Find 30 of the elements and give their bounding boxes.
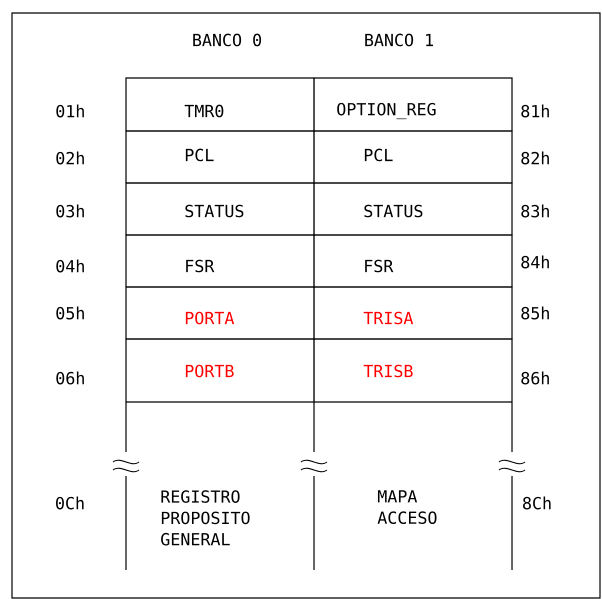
- register-cell: TRISB: [313, 338, 513, 403]
- address-label: 81h: [521, 104, 549, 118]
- register-cell: STATUS: [125, 182, 315, 236]
- register-cell: FSR: [125, 234, 315, 288]
- register-cell: FSR: [313, 234, 513, 288]
- address-label: 83h: [521, 204, 549, 218]
- register-cell: OPTION_REG: [313, 77, 513, 132]
- address-label: 82h: [521, 152, 549, 164]
- address-label: 04h: [56, 260, 84, 272]
- address-label: 03h: [56, 204, 84, 218]
- register-cell: STATUS: [313, 182, 513, 236]
- bank-heading: BANCO 1: [365, 34, 433, 46]
- address-label: 0Ch: [56, 496, 84, 510]
- address-label: 06h: [56, 372, 84, 384]
- register-cell: PCL: [125, 130, 315, 184]
- address-label: 84h: [521, 256, 549, 268]
- bank-heading: BANCO 0: [193, 34, 262, 46]
- register-cell: PORTA: [125, 286, 315, 340]
- address-label: 8Ch: [523, 496, 551, 510]
- register-cell: MAPA ACCESO: [378, 490, 437, 524]
- address-label: 86h: [521, 372, 549, 384]
- address-label: 02h: [56, 152, 84, 164]
- address-label: 85h: [521, 306, 549, 320]
- address-label: 01h: [56, 104, 84, 118]
- register-cell: TRISA: [313, 286, 513, 340]
- register-cell: REGISTRO PROPOSITO GENERAL: [161, 490, 250, 546]
- register-cell: PORTB: [125, 338, 315, 403]
- register-cell: TMR0: [125, 77, 315, 132]
- address-label: 05h: [56, 306, 84, 320]
- register-cell: PCL: [313, 130, 513, 184]
